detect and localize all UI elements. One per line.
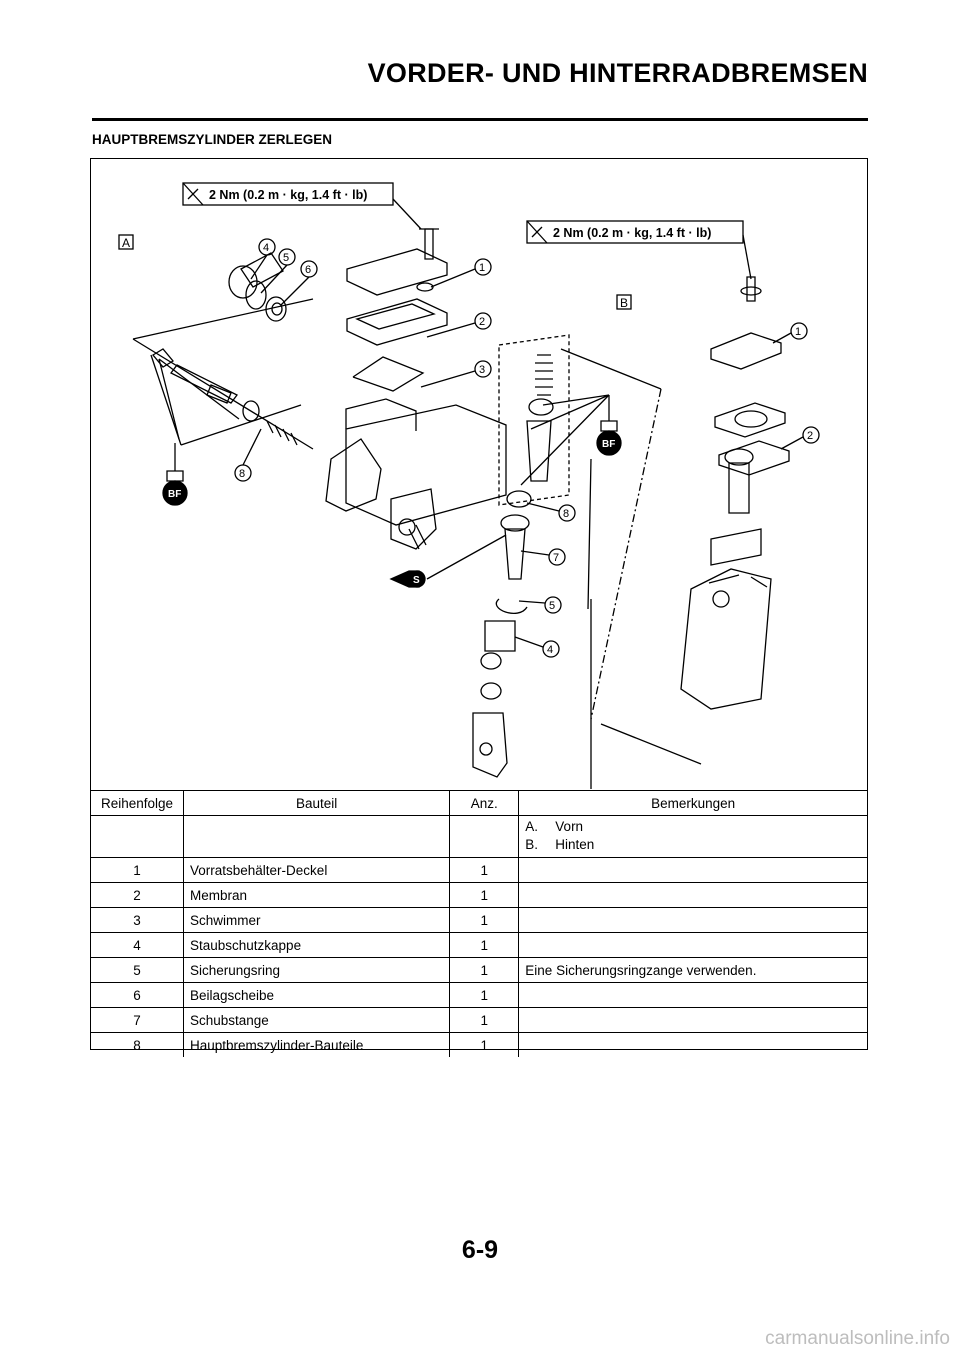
svg-text:4: 4 xyxy=(547,644,553,656)
watermark: carmanualsonline.info xyxy=(765,1328,950,1349)
table-row: 4 Staubschutzkappe 1 xyxy=(91,932,867,958)
note-a: A.Vorn xyxy=(525,819,584,834)
header-qty: Anz. xyxy=(449,790,519,816)
section-label-b: B xyxy=(620,296,628,310)
page-number: 6-9 xyxy=(461,1236,499,1264)
bf-text-front: BF xyxy=(168,489,181,500)
exploded-view-diagram: 2 Nm (0.2 m · kg, 1.4 ft · lb) 2 Nm (0.2… xyxy=(118,182,820,789)
torque-text-front: 2 Nm (0.2 m · kg, 1.4 ft · lb) xyxy=(209,188,367,202)
table-header-row: Reihenfolge Bauteil Anz. Bemerkungen xyxy=(91,790,867,816)
table-row: 7 Schubstange 1 xyxy=(91,1007,867,1033)
header-part: Bauteil xyxy=(182,790,450,816)
table-row: 6 Beilagscheibe 1 xyxy=(91,982,867,1008)
notes-row: A.Vorn B.Hinten xyxy=(91,815,867,858)
torque-label-rear: 2 Nm (0.2 m · kg, 1.4 ft · lb) xyxy=(526,220,744,244)
header-order: Reihenfolge xyxy=(91,790,184,816)
torque-label-front: 2 Nm (0.2 m · kg, 1.4 ft · lb) xyxy=(182,182,394,206)
callouts-rear: 1 2 xyxy=(772,322,820,450)
s-text: S xyxy=(413,575,420,586)
parts-table: Reihenfolge Bauteil Anz. Bemerkungen A.V… xyxy=(91,790,867,1057)
torque-text-rear: 2 Nm (0.2 m · kg, 1.4 ft · lb) xyxy=(553,226,711,240)
front-master-cylinder xyxy=(132,228,507,550)
svg-text:8: 8 xyxy=(239,468,245,480)
table-row: 1 Vorratsbehälter-Deckel 1 xyxy=(91,857,867,883)
svg-text:5: 5 xyxy=(283,252,289,264)
svg-text:6: 6 xyxy=(305,264,311,276)
note-b: B.Hinten xyxy=(525,837,595,852)
svg-text:2: 2 xyxy=(807,430,813,442)
table-row: 8 Hauptbremszylinder-Bauteile 1 xyxy=(91,1032,867,1057)
svg-text:5: 5 xyxy=(549,600,555,612)
svg-text:7: 7 xyxy=(553,552,559,564)
diagram-frame: 2 Nm (0.2 m · kg, 1.4 ft · lb) 2 Nm (0.2… xyxy=(90,158,868,1057)
s-marker: S xyxy=(389,534,507,588)
title-rule xyxy=(92,118,868,121)
table-row: 2 Membran 1 xyxy=(91,882,867,908)
chapter-title: VORDER- UND HINTERRADBREMSEN xyxy=(367,58,868,88)
bf-marker-middle: BF xyxy=(520,394,622,486)
section-heading: HAUPTBREMSZYLINDER ZERLEGEN xyxy=(92,132,333,147)
table-row: 3 Schwimmer 1 xyxy=(91,907,867,933)
svg-text:8: 8 xyxy=(563,508,569,520)
notes-cell: A.Vorn B.Hinten xyxy=(518,815,867,858)
callouts-middle: 8 7 5 4 xyxy=(514,502,576,658)
svg-text:4: 4 xyxy=(263,242,269,254)
bf-marker-front: BF xyxy=(162,443,188,506)
svg-text:1: 1 xyxy=(479,262,485,274)
callouts-front: 4 5 6 1 2 3 8 xyxy=(234,238,492,482)
rear-master-cylinder xyxy=(560,276,790,789)
svg-text:3: 3 xyxy=(479,364,485,376)
svg-text:1: 1 xyxy=(795,326,801,338)
header-remarks: Bemerkungen xyxy=(518,790,867,816)
svg-text:2: 2 xyxy=(479,316,485,328)
bf-text-middle: BF xyxy=(602,439,615,450)
pushrod-assembly xyxy=(472,334,570,778)
section-label-a: A xyxy=(122,236,130,250)
table-row: 5 Sicherungsring 1 Eine Sicherungsringza… xyxy=(91,957,867,983)
